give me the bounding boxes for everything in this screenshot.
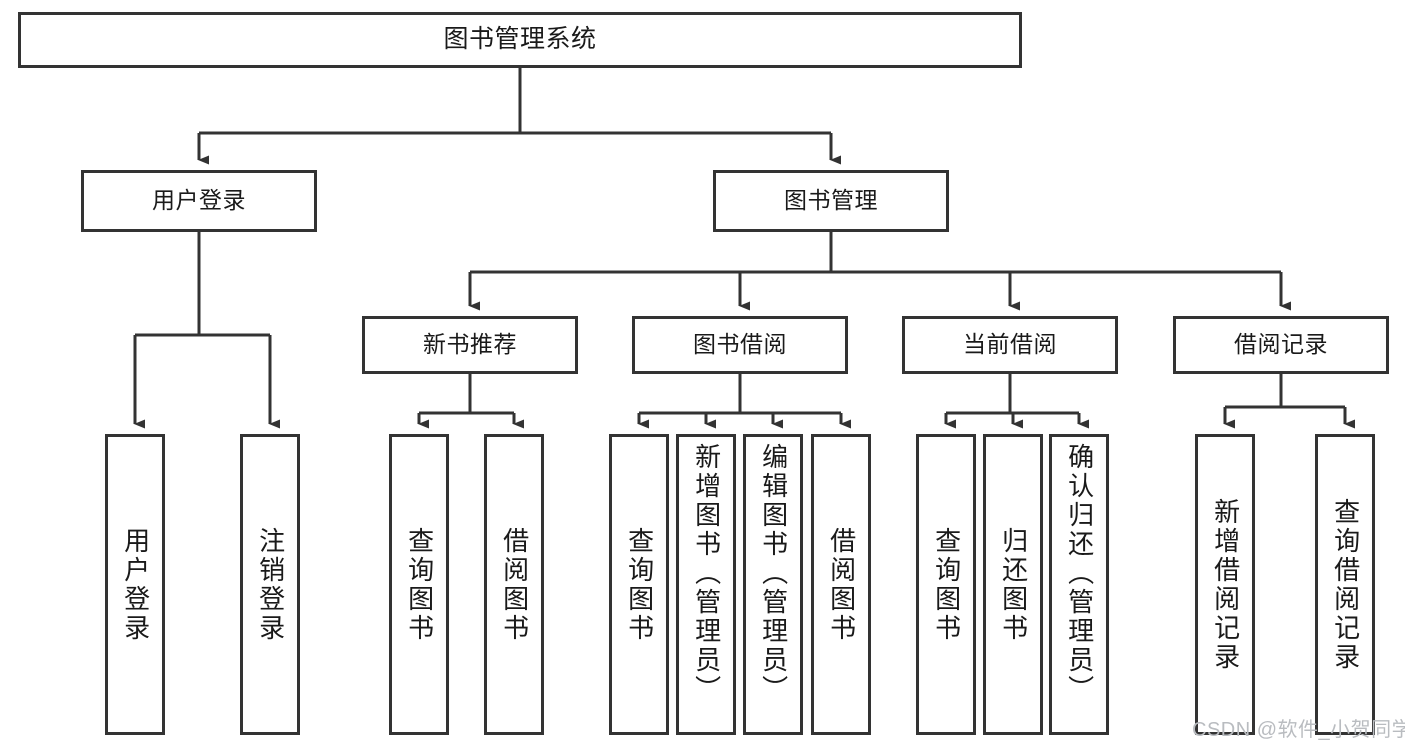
leaf-confirm-return-admin[interactable]: 确认归还（管理员） <box>1049 434 1109 735</box>
node-label: 查询图书 <box>931 526 962 643</box>
node-label: 借阅图书 <box>826 526 857 643</box>
leaf-query-borrow-record[interactable]: 查询借阅记录 <box>1315 434 1375 735</box>
node-current-borrowing[interactable]: 当前借阅 <box>902 316 1118 374</box>
node-label: 归还图书 <box>998 526 1029 643</box>
node-label: 用户登录 <box>120 526 151 643</box>
leaf-add-book-admin[interactable]: 新增图书（管理员） <box>676 434 736 735</box>
leaf-query-books-borrow[interactable]: 查询图书 <box>609 434 669 735</box>
node-label: 编辑图书（管理员） <box>758 443 789 704</box>
leaf-user-login[interactable]: 用户登录 <box>105 434 165 735</box>
leaf-edit-book-admin[interactable]: 编辑图书（管理员） <box>743 434 803 735</box>
node-new-book-recommendation[interactable]: 新书推荐 <box>362 316 578 374</box>
node-label: 图书管理系统 <box>443 25 597 54</box>
node-book-borrowing[interactable]: 图书借阅 <box>632 316 848 374</box>
node-label: 查询图书 <box>624 526 655 643</box>
node-label: 新书推荐 <box>423 331 517 358</box>
node-label: 新增图书（管理员） <box>691 443 722 704</box>
node-user-login[interactable]: 用户登录 <box>81 170 317 232</box>
node-label: 查询图书 <box>404 526 435 643</box>
node-label: 确认归还（管理员） <box>1064 443 1095 704</box>
node-borrowing-record[interactable]: 借阅记录 <box>1173 316 1389 374</box>
leaf-borrow-books-new-recommend[interactable]: 借阅图书 <box>484 434 544 735</box>
node-label: 新增借阅记录 <box>1210 497 1241 672</box>
node-label: 图书借阅 <box>693 331 787 358</box>
leaf-logout[interactable]: 注销登录 <box>240 434 300 735</box>
node-root-book-management-system[interactable]: 图书管理系统 <box>18 12 1022 68</box>
leaf-query-books-new-recommend[interactable]: 查询图书 <box>389 434 449 735</box>
node-label: 借阅图书 <box>499 526 530 643</box>
node-label: 注销登录 <box>255 526 286 643</box>
node-label: 当前借阅 <box>963 331 1057 358</box>
leaf-add-borrow-record[interactable]: 新增借阅记录 <box>1195 434 1255 735</box>
node-label: 借阅记录 <box>1234 331 1328 358</box>
leaf-return-books[interactable]: 归还图书 <box>983 434 1043 735</box>
leaf-query-books-current[interactable]: 查询图书 <box>916 434 976 735</box>
node-book-management[interactable]: 图书管理 <box>713 170 949 232</box>
csdn-watermark: CSDN @软件_小贺同学 <box>1192 719 1405 741</box>
node-label: 用户登录 <box>152 187 246 214</box>
node-label: 图书管理 <box>784 187 878 214</box>
node-label: 查询借阅记录 <box>1330 497 1361 672</box>
leaf-borrow-books[interactable]: 借阅图书 <box>811 434 871 735</box>
